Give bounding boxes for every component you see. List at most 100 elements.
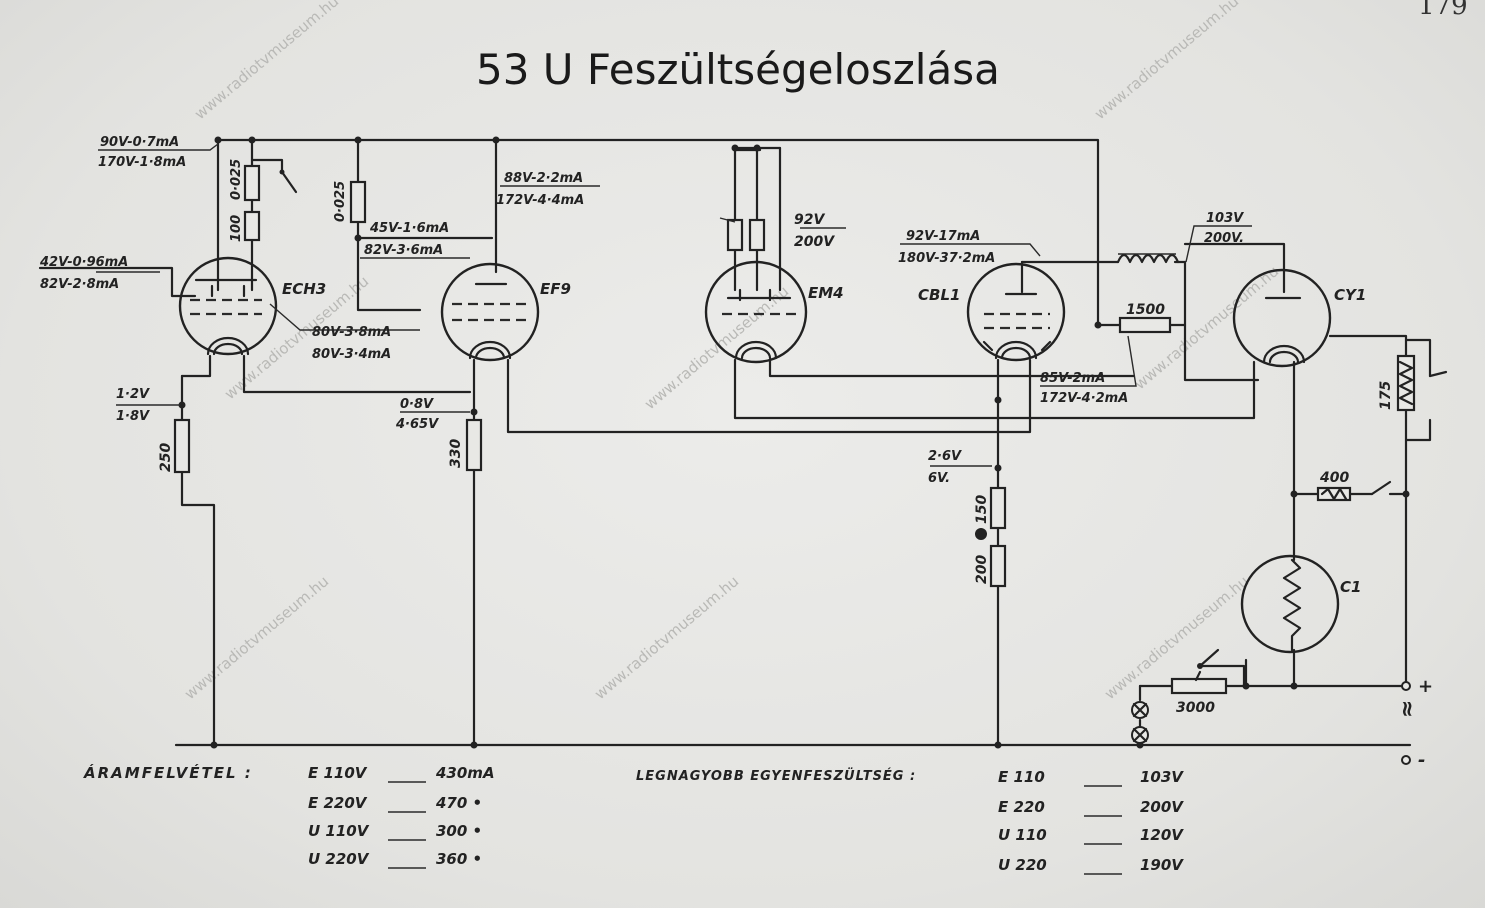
anno-ef9-anode-1: 88V-2·2mA <box>504 171 583 186</box>
max-voltage-row-2-mode: U 110 <box>998 826 1047 844</box>
switch-3000 <box>1198 648 1220 668</box>
current-row-0-value: 430mA <box>435 764 495 782</box>
switch-400 <box>1370 480 1392 496</box>
watermark-2: www.radiotvmuseum.hu <box>1091 0 1242 123</box>
anno-cbl1-1: 92V-17mA <box>906 229 980 244</box>
max-voltage-row-3-mode: U 220 <box>998 856 1047 874</box>
resistor-150 <box>989 486 1007 530</box>
max-voltage-label: LEGNAGYOBB EGYENFESZÜLTSÉG : <box>636 768 916 784</box>
label-r250: 250 <box>158 443 174 472</box>
anno-ef9-anode-2: 172V-4·4mA <box>496 193 584 208</box>
current-row-3-mode: U 220V <box>308 850 370 868</box>
anno-heater-1: 2·6V <box>928 449 962 464</box>
resistor-em4-a <box>726 218 744 252</box>
anno-ech3-left-2: 82V-2·8mA <box>40 277 119 292</box>
switch-175 <box>1428 370 1448 378</box>
current-row-3-value: 360 • <box>436 850 482 868</box>
anno-ech3-cath-1: 1·2V <box>116 387 150 402</box>
anno-cbl1-2: 180V-37·2mA <box>898 251 995 266</box>
watermark-7: www.radiotvmuseum.hu <box>591 572 742 703</box>
choke-coil <box>1116 253 1180 264</box>
label-cy1: CY1 <box>1334 286 1366 304</box>
tube-labels: ECH3 EF9 EM4 CBL1 CY1 C1 <box>282 280 1366 596</box>
terminal-minus: - <box>1418 750 1425 771</box>
anno-ef9-grid-2: 82V-3·6mA <box>364 243 443 258</box>
anno-heater-2: 6V. <box>928 471 950 486</box>
max-voltage-row-1-mode: E 220 <box>998 798 1045 816</box>
diagram-title: 53 U Feszültségeloszlása <box>476 45 1000 94</box>
anno-ef9-cath-2: 4·65V <box>395 417 439 432</box>
label-ech3: ECH3 <box>282 280 326 298</box>
label-r150: 150 <box>974 495 990 524</box>
voltage-annotations: 90V-0·7mA 170V-1·8mA 42V-0·96mA 82V-2·8m… <box>39 135 1244 486</box>
label-cbl1: CBL1 <box>918 286 960 304</box>
terminal-ac: ≈ <box>1395 700 1420 718</box>
resistor-250 <box>173 418 191 474</box>
anno-ech3-top-2: 170V-1·8mA <box>98 155 186 170</box>
anno-cbl1-scr-1: 85V-2mA <box>1040 371 1105 386</box>
tube-ech3 <box>178 256 278 356</box>
terminal-plus: + <box>1418 676 1433 697</box>
current-row-2-value: 300 • <box>436 822 482 840</box>
label-r100: 100 <box>229 215 244 242</box>
anno-ech3-left-1: 42V-0·96mA <box>39 255 128 270</box>
watermark-1: www.radiotvmuseum.hu <box>191 0 342 123</box>
anno-cbl1-scr-2: 172V-4·2mA <box>1040 391 1128 406</box>
anno-ech3-top-1: 90V-0·7mA <box>100 135 179 150</box>
lamp-c1 <box>1240 554 1340 654</box>
anno-ech3-cath-2: 1·8V <box>116 409 150 424</box>
resistors <box>173 164 1448 744</box>
anno-ef9-grid-1: 45V-1·6mA <box>369 221 449 236</box>
anno-em4-2: 200V <box>794 234 835 250</box>
max-voltage-row-3-value: 190V <box>1140 856 1184 874</box>
resistor-0025-a <box>243 164 261 202</box>
current-table: ÁRAMFELVÉTEL : E 110V 430mA E 220V 470 •… <box>83 763 495 869</box>
page-number: 179 <box>1418 0 1468 21</box>
label-r0025a: 0·025 <box>229 159 244 200</box>
resistor-0025-b <box>349 180 367 224</box>
label-r200: 200 <box>974 555 990 584</box>
resistor-em4-b <box>748 218 766 252</box>
resistor-1500 <box>1118 316 1172 334</box>
current-row-2-mode: U 110V <box>308 822 370 840</box>
tube-em4 <box>704 260 808 364</box>
label-r1500: 1500 <box>1126 302 1165 318</box>
tube-cy1 <box>1232 268 1332 368</box>
resistor-330 <box>465 418 483 472</box>
anno-ef9-cath-1: 0·8V <box>400 397 434 412</box>
current-row-1-value: 470 • <box>435 794 482 812</box>
max-voltage-row-1-value: 200V <box>1140 798 1184 816</box>
max-voltage-table: LEGNAGYOBB EGYENFESZÜLTSÉG : E 110 103V … <box>636 768 1184 875</box>
anno-choke-2: 200V. <box>1204 231 1244 246</box>
label-r175: 175 <box>1378 381 1394 410</box>
label-r400: 400 <box>1319 470 1349 486</box>
anno-em4-1: 92V <box>794 212 825 228</box>
resistor-100 <box>243 210 261 242</box>
label-c1: C1 <box>1340 578 1361 596</box>
anno-ech3-right-1: 80V-3·8mA <box>312 325 391 340</box>
watermark-4: www.radiotvmuseum.hu <box>641 282 792 413</box>
tube-cbl1 <box>966 262 1066 362</box>
current-row-0-mode: E 110V <box>308 764 368 782</box>
max-voltage-row-0-value: 103V <box>1140 768 1184 786</box>
anno-choke-1: 103V <box>1206 211 1244 226</box>
max-voltage-row-0-mode: E 110 <box>998 768 1045 786</box>
label-r3000: 3000 <box>1176 700 1215 716</box>
terminal-labels: + ≈ - <box>1395 676 1433 771</box>
label-em4: EM4 <box>808 284 844 302</box>
resistor-200 <box>989 544 1007 588</box>
tube-ef9 <box>440 262 540 362</box>
anno-ech3-right-2: 80V-3·4mA <box>312 347 391 362</box>
leader-lines <box>96 143 1252 467</box>
current-label: ÁRAMFELVÉTEL : <box>83 763 253 782</box>
label-r330: 330 <box>448 439 464 468</box>
resistor-labels: 0·025 100 0·025 250 330 150 200 1500 175… <box>158 159 1394 716</box>
max-voltage-row-2-value: 120V <box>1140 826 1184 844</box>
watermark-6: www.radiotvmuseum.hu <box>181 572 332 703</box>
switch-ech3 <box>280 170 298 194</box>
label-ef9: EF9 <box>540 280 571 298</box>
label-r0025b: 0·025 <box>333 181 348 222</box>
pilot-lamps <box>1131 701 1149 744</box>
